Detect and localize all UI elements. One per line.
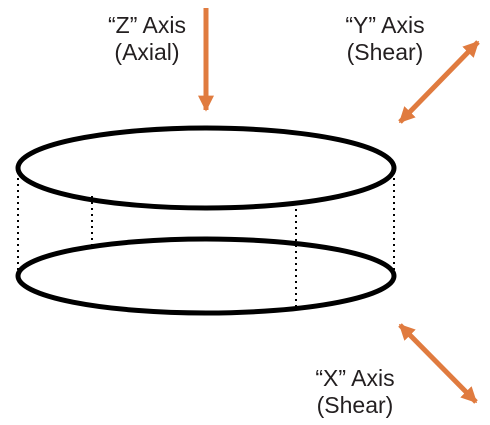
y-axis-name: “Y” Axis xyxy=(345,12,425,38)
x-axis-arrow xyxy=(398,323,478,404)
cylinder-hidden-edges xyxy=(17,172,395,310)
z-axis-type: (Axial) xyxy=(114,39,180,65)
x-axis-type: (Shear) xyxy=(316,392,394,418)
cylinder-top-ellipse xyxy=(15,125,397,211)
z-axis-name: “Z” Axis xyxy=(108,12,186,38)
cylinder-bottom-ellipse xyxy=(15,236,397,316)
y-axis-type: (Shear) xyxy=(346,39,424,65)
y-axis-label: “Y” Axis (Shear) xyxy=(330,12,440,66)
x-axis-name: “X” Axis xyxy=(315,365,395,391)
z-axis-label: “Z” Axis (Axial) xyxy=(92,12,202,66)
y-axis-arrow xyxy=(398,40,480,124)
x-axis-label: “X” Axis (Shear) xyxy=(300,365,410,419)
